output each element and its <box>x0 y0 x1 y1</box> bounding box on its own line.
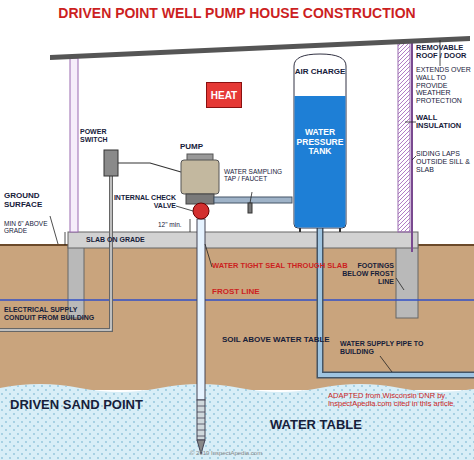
roof-label: REMOVABLE ROOF / DOOR <box>416 44 474 61</box>
water-table-label: WATER TABLE <box>270 418 362 433</box>
leader-line <box>380 356 392 372</box>
wall-label: WALL INSULATION <box>416 114 474 131</box>
well-casing <box>197 219 205 400</box>
pressure-tank: AIR CHARGE WATER PRESSURE TANK <box>292 52 348 230</box>
valve-label: INTERNAL CHECK VALVE <box>112 194 176 210</box>
pipe <box>214 197 292 203</box>
water-table-texture <box>0 384 474 460</box>
switch-label: POWER SWITCH <box>80 128 124 144</box>
node-label: AIR CHARGE <box>292 68 348 77</box>
screen-slots <box>197 406 205 436</box>
ground-label: GROUND SURFACE <box>4 192 68 210</box>
slab <box>68 232 418 248</box>
watermark: © 2019 InspectApedia.com <box>190 450 262 457</box>
tap-label: WATER SAMPLING TAP / FAUCET <box>224 168 290 183</box>
leader-line <box>50 216 58 244</box>
dimension-label: 12" min. <box>158 221 182 228</box>
node-label: WATER PRESSURE TANK <box>292 128 348 157</box>
insulated-wall <box>398 42 410 232</box>
electrical-conduit <box>0 176 111 330</box>
roof-note: EXTENDS OVER WALL TO PROVIDE WEATHER PRO… <box>416 66 474 105</box>
supply-pipe-core <box>320 228 474 375</box>
frost-label: FROST LINE <box>212 288 260 297</box>
roof <box>50 36 470 60</box>
seal-note: WATER TIGHT SEAL THROUGH SLAB <box>212 262 348 270</box>
leader-line <box>405 122 416 123</box>
wall <box>70 58 78 232</box>
leader-line <box>176 206 193 211</box>
pump-body <box>186 194 214 204</box>
electrical-conduit-core <box>0 176 111 330</box>
sand-point-label: DRIVEN SAND POINT <box>10 398 143 413</box>
pump-wire <box>118 163 181 172</box>
sand-point-screen <box>197 400 205 440</box>
tank-water <box>295 96 346 228</box>
grade-note: MIN 6" ABOVE GRADE <box>4 220 62 235</box>
tank-leg <box>339 228 341 232</box>
slab-label: SLAB ON GRADE <box>86 236 145 244</box>
dimension-line <box>65 232 66 245</box>
leader-line <box>412 156 416 160</box>
soil <box>0 245 474 390</box>
leader-line <box>396 278 404 290</box>
pump-label: PUMP <box>180 143 203 152</box>
heater-box: HEAT <box>206 82 242 108</box>
check-valve <box>193 203 209 219</box>
node-label: HEAT <box>207 90 241 101</box>
footing <box>396 246 418 318</box>
pipe-label: WATER SUPPLY PIPE TO BUILDING <box>340 340 436 356</box>
leader-line <box>205 244 212 267</box>
pump-motor <box>181 160 219 194</box>
ground-line <box>0 244 68 246</box>
supply-pipe <box>320 228 474 375</box>
power-switch <box>104 150 118 176</box>
ground-line <box>418 244 474 246</box>
siding-label: SIDING LAPS OUTSIDE SILL & SLAB <box>416 150 474 173</box>
sampling-tap <box>248 203 252 213</box>
tank-leg <box>299 228 301 232</box>
diagram-title: DRIVEN POINT WELL PUMP HOUSE CONSTRUCTIO… <box>0 6 474 22</box>
source-note: ADAPTED from Wisconsin DNR by InspectApe… <box>328 392 472 409</box>
leader-lines <box>50 40 440 372</box>
leader-line <box>250 192 252 203</box>
soil-label: SOIL ABOVE WATER TABLE <box>222 336 330 345</box>
conduit-label: ELECTRICAL SUPPLY CONDUIT FROM BUILDING <box>4 306 108 322</box>
dimension-line <box>190 219 191 232</box>
frost-line <box>0 299 474 301</box>
footing-label: FOOTINGS BELOW FROST LINE <box>330 262 394 285</box>
siding <box>411 42 413 252</box>
water-table <box>0 384 474 460</box>
